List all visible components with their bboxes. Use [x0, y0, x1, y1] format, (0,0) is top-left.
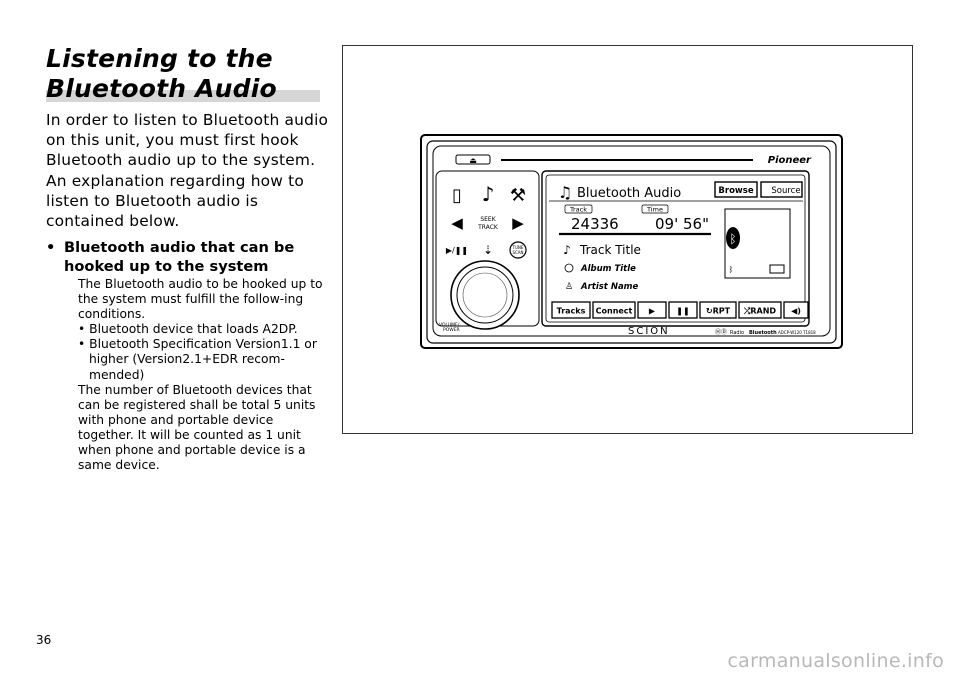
source-button-label: Source: [771, 186, 800, 196]
phone-icon: ▯: [452, 185, 462, 206]
time-label-box: [641, 204, 669, 214]
body-text: The Bluetooth audio to be hooked up to t…: [78, 277, 326, 473]
soft-key-label-2: ▶: [649, 307, 656, 316]
voice-icon: ⇣: [483, 243, 493, 257]
bullet-heading-line-2: hooked up to the system: [64, 258, 269, 275]
artist-name: Artist Name: [580, 282, 639, 292]
bt-status-icon: ᛒ: [729, 265, 734, 274]
page-number: 36: [36, 633, 52, 647]
browse-button-label: Browse: [718, 186, 753, 196]
title-line-2: Bluetooth Audio: [46, 74, 277, 103]
scion-logo: SCION: [628, 326, 670, 337]
condition-item-version: • Bluetooth Specification Version1.1 or …: [78, 337, 317, 382]
artist-icon: ♙: [565, 282, 573, 292]
track-number: 24336: [571, 215, 619, 233]
music-note-icon: ♪: [482, 182, 495, 206]
tune-label-2: SCAN: [512, 250, 523, 255]
device-count-paragraph: The number of Bluetooth devices that can…: [78, 382, 316, 473]
bluetooth-badge: Bluetooth: [749, 330, 777, 336]
watermark: carmanualsonline.info: [727, 650, 944, 672]
intro-paragraph: In order to listen to Bluetooth audio on…: [46, 111, 329, 231]
conditions-paragraph: The Bluetooth audio to be hooked up to t…: [78, 277, 323, 322]
source-button: [760, 181, 803, 198]
time-label: Time: [646, 206, 663, 214]
track-title: Track Title: [579, 243, 641, 257]
soft-key-5: [738, 301, 782, 319]
hd-radio-icon: ⒽⒹ: [715, 328, 727, 336]
condition-item-a2dp: • Bluetooth device that loads A2DP.: [78, 322, 298, 337]
soft-key-label-0: Tracks: [557, 307, 586, 316]
bullet-heading: • Bluetooth audio that can be hooked up …: [46, 238, 336, 276]
tune-label-1: TUNE: [512, 245, 524, 250]
track-label-box: [564, 204, 593, 214]
title-line-1: Listening to the: [46, 44, 273, 73]
seek-back-icon: ◀: [451, 214, 463, 232]
track-title-icon: ♪: [563, 243, 571, 257]
volume-label-1: VOLUME/: [439, 322, 460, 328]
seek-label-2: TRACK: [477, 224, 499, 231]
album-icon: [564, 263, 574, 273]
battery-icon: [769, 264, 785, 274]
elapsed-time: 09' 56": [655, 215, 709, 233]
screen-music-icon: ♫: [558, 183, 572, 202]
browse-button: [714, 181, 758, 198]
soft-key-label-3: ❚❚: [676, 307, 689, 316]
screen-title: Bluetooth Audio: [577, 186, 681, 201]
tune-scan-button: [509, 241, 527, 259]
soft-key-4: [699, 301, 737, 319]
soft-key-6: [783, 301, 809, 319]
hd-radio-label: Radio: [730, 330, 744, 336]
eject-button: [455, 154, 491, 165]
soft-key-label-1: Connect: [596, 307, 633, 316]
soft-key-label-6: ◀): [791, 307, 801, 316]
bullet-heading-line-1: Bluetooth audio that can be: [64, 239, 295, 256]
soft-key-3: [668, 301, 698, 319]
eject-icon: ⏏: [469, 156, 477, 165]
album-title: Album Title: [580, 264, 636, 274]
soft-key-1: [592, 301, 636, 319]
soft-key-label-4: ↻RPT: [706, 307, 731, 316]
bluetooth-icon-bg: [726, 227, 740, 249]
soft-key-2: [637, 301, 667, 319]
soft-key-0: [551, 301, 591, 319]
seek-label-1: SEEK: [480, 216, 496, 223]
play-pause-button: ▶/❚❚: [446, 246, 468, 255]
seek-forward-icon: ▶: [512, 214, 524, 232]
bullet-marker: •: [46, 239, 56, 256]
soft-key-row: Tracks Connect ▶ ❚❚ ↻RPT ⤮RAND ◀): [551, 301, 809, 319]
volume-knob-inner: [462, 272, 508, 318]
track-label: Track: [569, 206, 587, 214]
head-unit-illustration: ⏏ Pioneer ▯ ♪ ⚒ ◀ SEEK TRACK ▶ ▶/❚❚ ⇣ TU…: [342, 45, 913, 434]
wrench-icon: ⚒: [510, 185, 526, 206]
bluetooth-icon: ᛒ: [729, 232, 736, 246]
soft-key-label-5: ⤮RAND: [743, 307, 776, 316]
brand-logo: Pioneer: [768, 155, 812, 166]
model-number: ADCP-W120 T1818: [778, 330, 816, 335]
section-title: Listening to the Bluetooth Audio: [46, 44, 320, 104]
volume-label-2: POWER: [443, 327, 460, 333]
